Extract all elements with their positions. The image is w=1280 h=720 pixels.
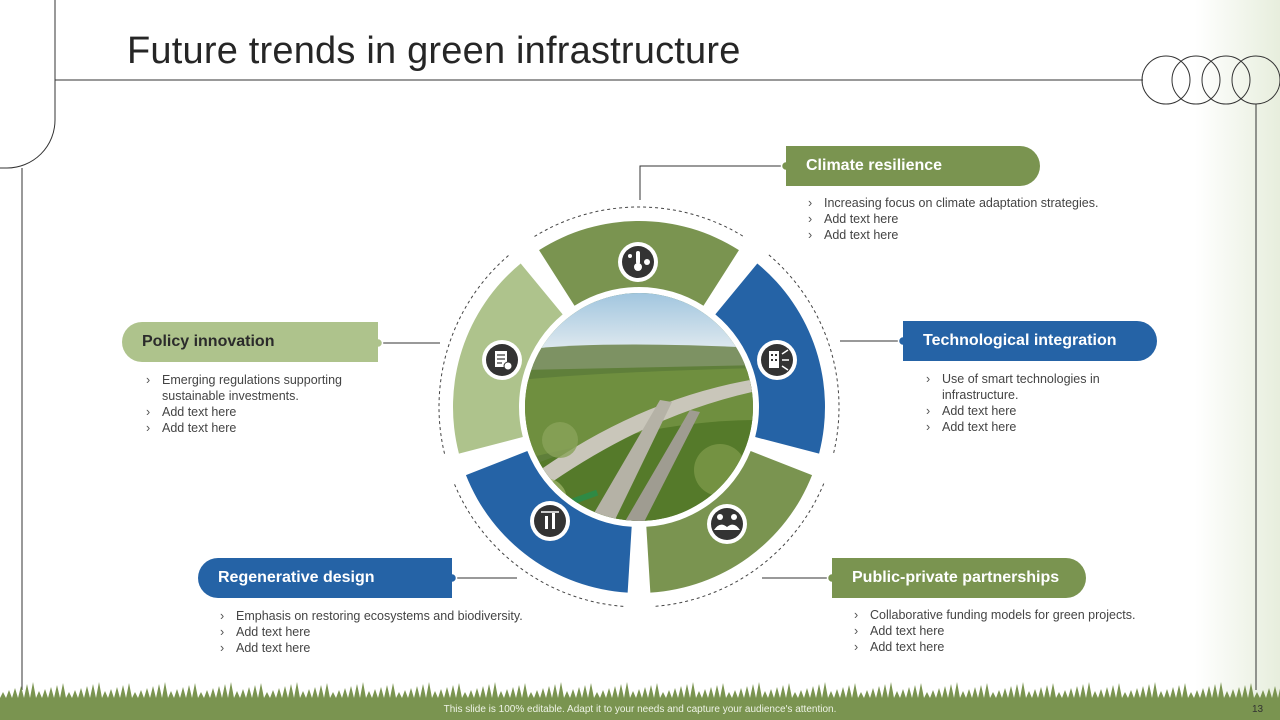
- list-item: Emphasis on restoring ecosystems and bio…: [218, 608, 578, 624]
- dashed-outline-climate-resilience: [534, 206, 744, 237]
- grass-border: [0, 682, 1280, 702]
- list-item: Add text here: [806, 227, 1146, 243]
- list-item: Add text here: [144, 420, 374, 436]
- footer-note: This slide is 100% editable. Adapt it to…: [443, 704, 837, 715]
- trend-points-policy-innovation: Emerging regulations supporting sustaina…: [144, 372, 374, 436]
- dashed-outline-policy-innovation: [438, 254, 510, 454]
- trend-label-climate-resilience: Climate resilience: [786, 146, 1040, 186]
- page-title: Future trends in green infrastructure: [127, 30, 741, 72]
- trend-points-public-private-partnerships: Collaborative funding models for green p…: [852, 607, 1192, 655]
- climate-thermometer-icon: [618, 242, 658, 282]
- center-photo: [525, 293, 753, 521]
- smart-building-icon: [757, 340, 797, 380]
- right-gradient-panel: [1195, 0, 1280, 720]
- page-number: 13: [1252, 704, 1264, 715]
- dashed-outline-technological-integration: [768, 254, 840, 454]
- dashed-outline-public-private-partnerships: [654, 483, 825, 607]
- list-item: Add text here: [218, 624, 578, 640]
- list-item: Add text here: [852, 623, 1192, 639]
- list-item: Add text here: [924, 419, 1124, 435]
- trend-points-technological-integration: Use of smart technologies in infrastruct…: [924, 371, 1124, 435]
- list-item: Emerging regulations supporting sustaina…: [144, 372, 374, 404]
- policy-document-icon: [482, 340, 522, 380]
- list-item: Add text here: [144, 404, 374, 420]
- trend-label-public-private-partnerships: Public-private partnerships: [832, 558, 1086, 598]
- trend-label-technological-integration: Technological integration: [903, 321, 1157, 361]
- list-item: Use of smart technologies in infrastruct…: [924, 371, 1124, 403]
- list-item: Collaborative funding models for green p…: [852, 607, 1192, 623]
- list-item: Increasing focus on climate adaptation s…: [806, 195, 1146, 211]
- handshake-people-icon: [707, 504, 747, 544]
- trend-points-regenerative-design: Emphasis on restoring ecosystems and bio…: [218, 608, 578, 656]
- list-item: Add text here: [806, 211, 1146, 227]
- connector-lines: [378, 165, 903, 579]
- list-item: Add text here: [852, 639, 1192, 655]
- ring-chain-decoration: [1141, 55, 1280, 105]
- design-tools-icon: [530, 501, 570, 541]
- list-item: Add text here: [924, 403, 1124, 419]
- trend-label-regenerative-design: Regenerative design: [198, 558, 452, 598]
- footer-bar: [0, 698, 1280, 720]
- dashed-outline-regenerative-design: [453, 483, 624, 607]
- trend-points-climate-resilience: Increasing focus on climate adaptation s…: [806, 195, 1146, 243]
- trend-label-policy-innovation: Policy innovation: [122, 322, 378, 362]
- list-item: Add text here: [218, 640, 578, 656]
